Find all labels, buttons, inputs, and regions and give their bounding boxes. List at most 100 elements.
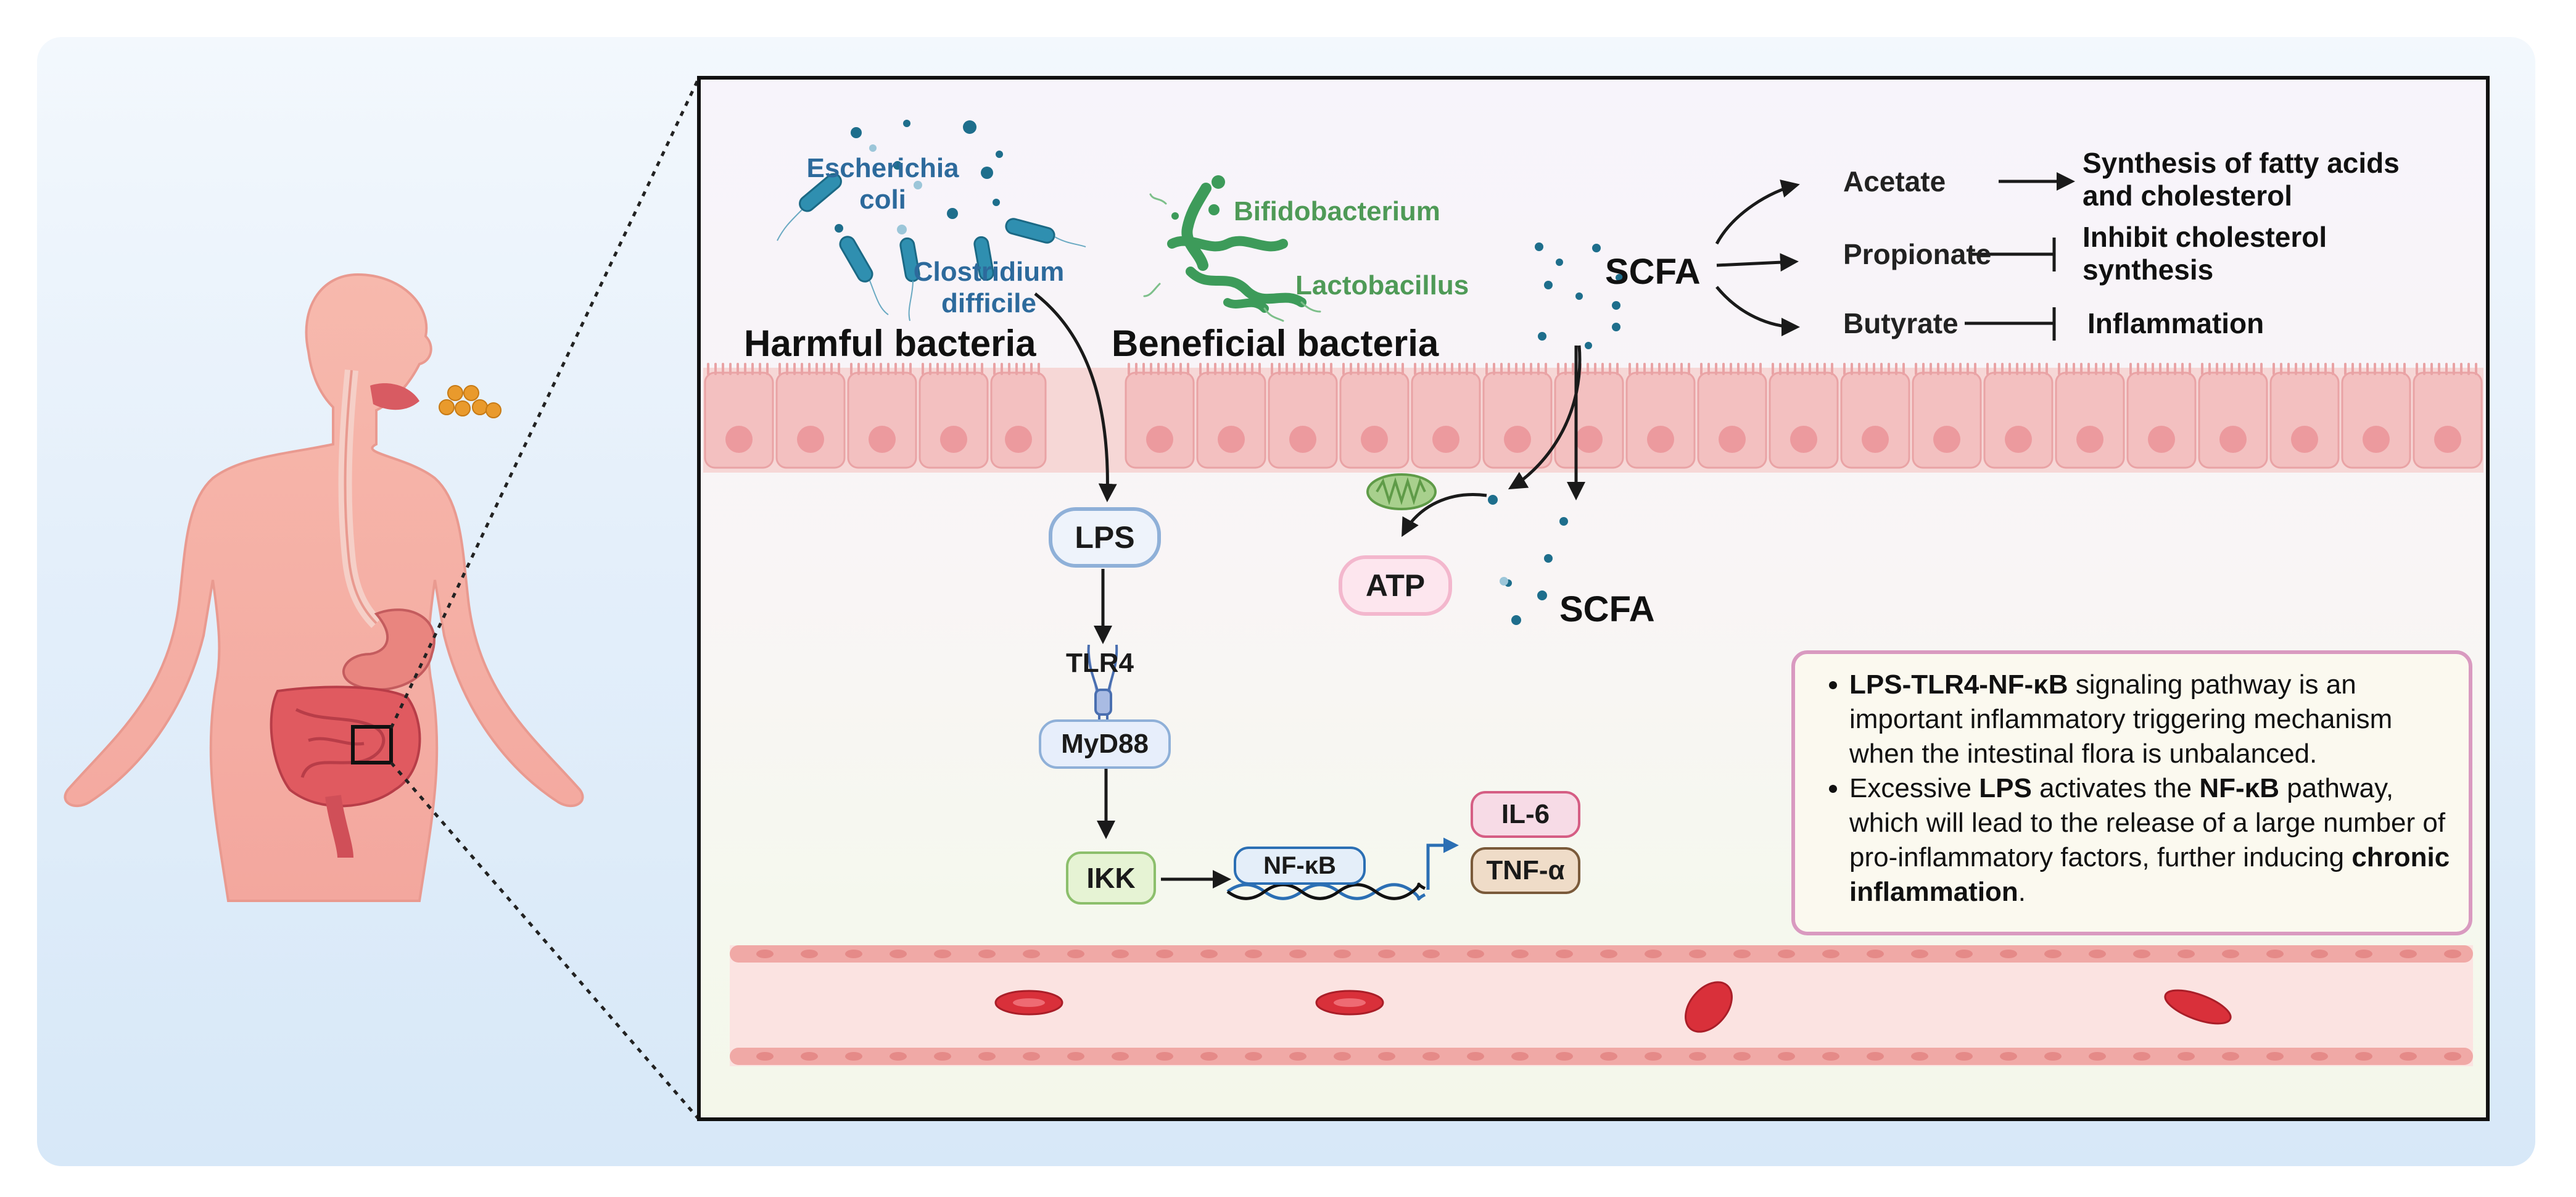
- vessel-wall-nucleus: [2444, 1052, 2461, 1061]
- note-b2-bold-chronic: chronic inflammation: [1849, 842, 2450, 907]
- vessel-wall-nucleus: [2089, 950, 2106, 958]
- escherichia-coli-line1: Escherichia: [806, 153, 959, 183]
- vessel-wall-nucleus: [1822, 1052, 1839, 1061]
- vessel-wall-nucleus: [1556, 1052, 1573, 1061]
- vessel-wall-nucleus: [2355, 950, 2372, 958]
- vessel-wall-nucleus: [1645, 1052, 1662, 1061]
- epithelial-cell: [1769, 371, 1839, 469]
- vessel-wall-nucleus: [978, 950, 996, 958]
- vessel-wall-nucleus: [1600, 950, 1617, 958]
- vessel-wall-nucleus: [934, 950, 951, 958]
- lps-node: LPS: [1049, 507, 1161, 568]
- cell-nucleus: [2434, 426, 2461, 453]
- acetate-effect-label: Synthesis of fatty acids and cholesterol: [2083, 147, 2400, 212]
- cell-nucleus: [2005, 426, 2032, 453]
- scfa-molecules: [1488, 242, 1623, 625]
- vessel-wall-nucleus: [2355, 1052, 2372, 1061]
- harmful-bacteria-title: Harmful bacteria: [744, 323, 1036, 364]
- cell-nucleus: [1432, 426, 1459, 453]
- summary-note-item-2: Excessive LPS activates the NF-κB pathwa…: [1849, 771, 2454, 909]
- vessel-wall-nucleus: [1689, 950, 1706, 958]
- vessel-wall-nucleus: [1867, 1052, 1884, 1061]
- epithelial-cell: [2341, 371, 2411, 469]
- vessel-wall-nucleus: [1422, 950, 1440, 958]
- propionate-effect-line1: Inhibit cholesterol: [2083, 221, 2327, 253]
- vessel-wall-nucleus: [2133, 950, 2150, 958]
- epithelial-cell: [1339, 371, 1410, 469]
- vessel-wall-nucleus: [978, 1052, 996, 1061]
- vessel-wall-nucleus: [2266, 950, 2284, 958]
- vessel-wall-nucleus: [756, 1052, 774, 1061]
- cell-nucleus: [1146, 426, 1173, 453]
- vessel-wall-nucleus: [1733, 1052, 1751, 1061]
- vessel-wall-nucleus: [934, 1052, 951, 1061]
- acetate-label: Acetate: [1843, 165, 1946, 197]
- note-b1-bold: LPS-TLR4-NF-κB: [1849, 669, 2068, 700]
- cell-nucleus: [2148, 426, 2175, 453]
- mitochondrion-icon: [1366, 473, 1437, 510]
- propionate-label: Propionate: [1843, 238, 1992, 270]
- summary-note-box: LPS-TLR4-NF-κB signaling pathway is an i…: [1791, 650, 2472, 935]
- vessel-wall-nucleus: [2178, 1052, 2195, 1061]
- epithelial-cell: [1554, 371, 1624, 469]
- beneficial-bacteria-title: Beneficial bacteria: [1112, 323, 1439, 364]
- vessel-wall-nucleus: [1955, 1052, 1973, 1061]
- epithelial-cell: [1840, 371, 1910, 469]
- vessel-wall-nucleus: [1778, 950, 1795, 958]
- epithelial-cell: [1983, 371, 2054, 469]
- note-b1-text: signaling pathway is an important inflam…: [1849, 669, 2393, 769]
- vessel-wall-nucleus: [1600, 1052, 1617, 1061]
- blood-vessel: [730, 945, 2473, 1066]
- vessel-wall-nucleus: [756, 950, 774, 958]
- epithelial-cell: [704, 371, 774, 469]
- cell-nucleus: [1289, 426, 1316, 453]
- propionate-effect-line2: synthesis: [2083, 253, 2214, 286]
- epithelial-cell: [1411, 371, 1481, 469]
- vessel-wall-nucleus: [1112, 1052, 1129, 1061]
- cell-nucleus: [1218, 426, 1245, 453]
- vessel-wall-nucleus: [1378, 950, 1395, 958]
- vessel-wall-nucleus: [2266, 1052, 2284, 1061]
- summary-note-item-1: LPS-TLR4-NF-κB signaling pathway is an i…: [1849, 668, 2454, 771]
- vessel-wall-nucleus: [2089, 1052, 2106, 1061]
- vessel-wall-nucleus: [1467, 950, 1484, 958]
- vessel-wall-nucleus: [1245, 1052, 1262, 1061]
- epithelial-cell: [775, 371, 846, 469]
- vessel-wall-nucleus: [801, 1052, 818, 1061]
- epithelial-cell: [1268, 371, 1338, 469]
- vessel-wall-nucleus: [1955, 950, 1973, 958]
- zoom-line-top: [389, 77, 701, 729]
- clostridium-difficile-line1: Clostridium: [913, 257, 1065, 287]
- vessel-wall-nucleus: [890, 1052, 907, 1061]
- human-body-illustration: [64, 273, 584, 902]
- cell-nucleus: [1933, 426, 1960, 453]
- tlr4-receptor-icon: [1087, 644, 1118, 721]
- cell-nucleus: [1719, 426, 1746, 453]
- propionate-effect-label: Inhibit cholesterol synthesis: [2083, 221, 2327, 286]
- lactobacillus-label: Lactobacillus: [1295, 270, 1469, 300]
- pathway-arrows: [1034, 172, 2075, 888]
- atp-node: ATP: [1339, 555, 1452, 616]
- epithelial-cell: [2126, 371, 2197, 469]
- cell-nucleus: [725, 426, 753, 453]
- vessel-wall-nucleus: [2178, 950, 2195, 958]
- cell-nucleus: [1504, 426, 1531, 453]
- intestinal-epithelium: [703, 363, 2483, 473]
- cell-nucleus: [2076, 426, 2103, 453]
- vessel-wall-nucleus: [1200, 950, 1218, 958]
- epithelial-cell: [919, 371, 989, 469]
- vessel-wall-nucleus: [1067, 950, 1084, 958]
- butyrate-label: Butyrate: [1843, 307, 1959, 339]
- clostridium-difficile-line2: difficile: [941, 288, 1037, 318]
- scfa-label-top: SCFA: [1605, 252, 1701, 292]
- vessel-wall-nucleus: [845, 1052, 862, 1061]
- vessel-wall-nucleus: [1511, 950, 1529, 958]
- vessel-wall-nucleus: [890, 950, 907, 958]
- vessel-wall-nucleus: [2311, 1052, 2328, 1061]
- beneficial-bacteria-illustration: [1143, 175, 1321, 322]
- vessel-wall-nucleus: [1289, 950, 1307, 958]
- transcription-arrow: [1426, 837, 1459, 890]
- epithelial-cell: [1125, 371, 1195, 469]
- escherichia-coli-line2: coli: [859, 184, 906, 215]
- cell-nucleus: [1862, 426, 1889, 453]
